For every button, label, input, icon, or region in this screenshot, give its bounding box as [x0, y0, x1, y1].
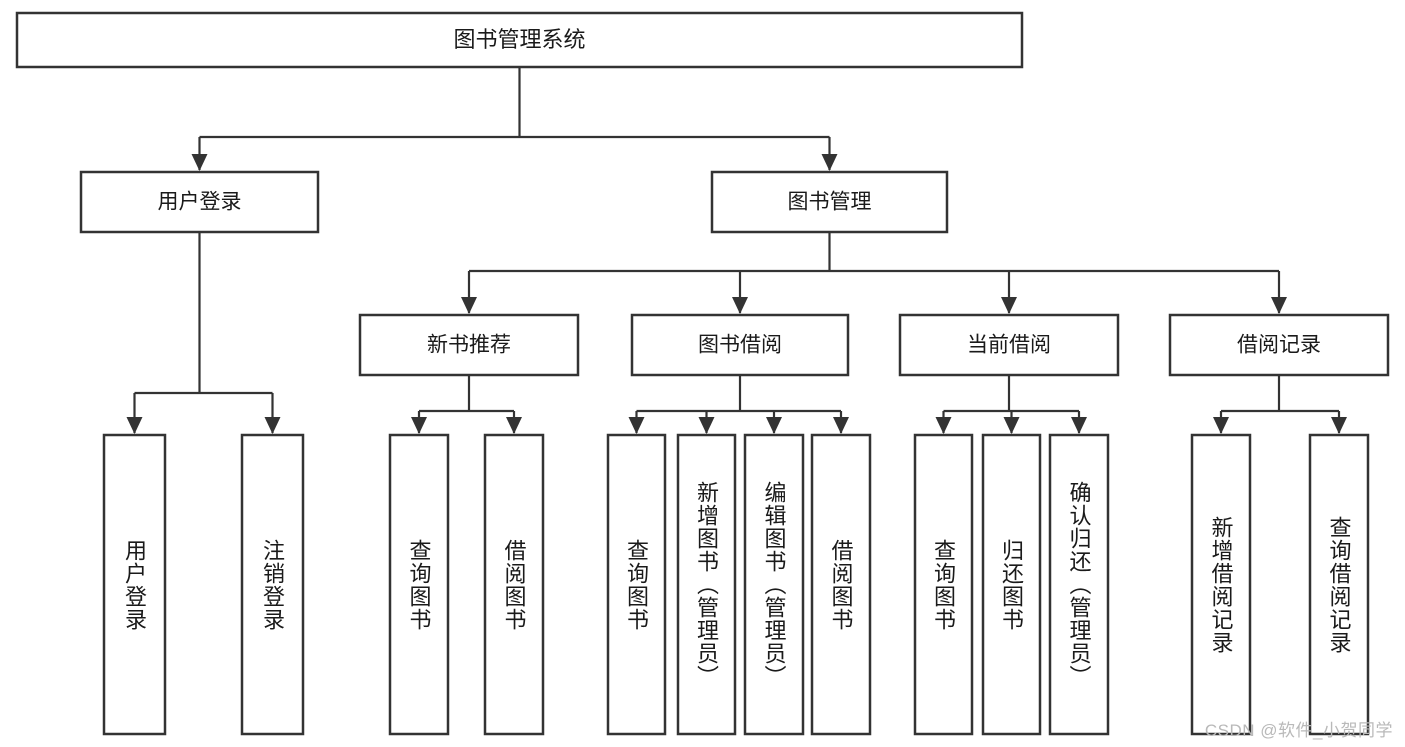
level2-current-borrow-label: 当前借阅 — [967, 334, 1051, 357]
arrow-to-leaf-user-login — [126, 417, 143, 434]
arrow-to-leaf-query-book-3 — [935, 417, 952, 434]
watermark-csdn: CSDN @软件_小贺同学 — [1204, 721, 1393, 740]
node-user-login[interactable]: 用户登录 — [79, 170, 320, 234]
root-root-label: 图书管理系统 — [453, 27, 585, 52]
leaf-leaf-query-book-1[interactable] — [390, 435, 448, 734]
leaf-leaf-add-book-admin[interactable] — [678, 435, 735, 734]
leaf-leaf-user-login-box[interactable] — [102, 433, 167, 736]
level1-book-management-label: 图书管理 — [788, 191, 872, 214]
arrow-to-book-borrow — [732, 297, 748, 314]
leaf-leaf-edit-book-admin[interactable] — [745, 435, 803, 734]
arrow-to-current-borrow — [1001, 297, 1017, 314]
arrow-to-leaf-edit-book-admin — [766, 417, 782, 434]
leaf-leaf-query-book-2[interactable] — [608, 435, 665, 734]
arrow-to-leaf-borrow-book-1 — [506, 417, 522, 434]
leaf-leaf-borrow-book-2[interactable] — [812, 435, 870, 734]
arrow-to-leaf-borrow-book-2 — [833, 417, 849, 434]
arrow-to-borrow-record — [1271, 297, 1287, 314]
arrow-to-user-login — [191, 154, 208, 171]
node-book-management[interactable]: 图书管理 — [710, 170, 949, 234]
level2-current-borrow-box[interactable] — [898, 313, 1120, 377]
leaf-leaf-user-login[interactable] — [104, 435, 165, 734]
level2-new-book-recommend-box[interactable] — [358, 313, 580, 377]
leaf-leaf-add-borrow-record-box[interactable] — [1190, 433, 1252, 736]
level2-book-borrow-box[interactable] — [630, 313, 850, 377]
leaf-leaf-query-book-1-box[interactable] — [388, 433, 450, 736]
leaf-leaf-logout-box[interactable] — [240, 433, 305, 736]
leaf-leaf-query-book-3-box[interactable] — [913, 433, 974, 736]
leaf-leaf-add-borrow-record[interactable] — [1192, 435, 1250, 734]
level1-user-login-label: 用户登录 — [158, 191, 242, 214]
level2-new-book-recommend-label: 新书推荐 — [427, 334, 511, 357]
arrow-to-new-book-recommend — [461, 297, 477, 314]
arrow-to-leaf-logout — [264, 417, 281, 434]
level2-borrow-record-label: 借阅记录 — [1237, 334, 1321, 357]
leaf-leaf-return-book-box[interactable] — [981, 433, 1042, 736]
arrow-to-leaf-add-borrow-record — [1213, 417, 1229, 434]
leaf-leaf-borrow-book-1[interactable] — [485, 435, 543, 734]
arrow-to-leaf-query-book-2 — [628, 417, 645, 434]
arrow-to-leaf-query-book-1 — [411, 417, 427, 434]
node-borrow-record[interactable]: 借阅记录 — [1168, 313, 1390, 377]
arrow-to-book-management — [821, 154, 838, 171]
connector-layer — [126, 67, 1347, 434]
node-book-borrow[interactable]: 图书借阅 — [630, 313, 850, 377]
leaf-leaf-query-borrow-record[interactable] — [1310, 435, 1368, 734]
level2-borrow-record-box[interactable] — [1168, 313, 1390, 377]
arrow-to-leaf-add-book-admin — [698, 417, 715, 434]
level1-user-login-box[interactable] — [79, 170, 320, 234]
level2-book-borrow-label: 图书借阅 — [698, 334, 782, 357]
leaf-leaf-query-book-3[interactable] — [915, 435, 972, 734]
level1-book-management-box[interactable] — [710, 170, 949, 234]
leaf-leaf-logout[interactable] — [242, 435, 303, 734]
node-current-borrow[interactable]: 当前借阅 — [898, 313, 1120, 377]
root-root-box[interactable] — [15, 11, 1024, 69]
leaf-leaf-query-book-2-box[interactable] — [606, 433, 667, 736]
leaf-leaf-add-book-admin-box[interactable] — [676, 433, 737, 736]
arrow-to-leaf-query-borrow-record — [1331, 417, 1347, 434]
arrow-to-leaf-confirm-return-admin — [1071, 417, 1087, 434]
leaf-leaf-confirm-return-admin-box[interactable] — [1048, 433, 1110, 736]
leaf-leaf-query-borrow-record-box[interactable] — [1308, 433, 1370, 736]
arrow-to-leaf-return-book — [1003, 417, 1020, 434]
node-root[interactable]: 图书管理系统 — [15, 11, 1024, 69]
leaf-leaf-borrow-book-2-box[interactable] — [810, 433, 872, 736]
node-new-book-recommend[interactable]: 新书推荐 — [358, 313, 580, 377]
leaf-leaf-edit-book-admin-box[interactable] — [743, 433, 805, 736]
leaf-leaf-return-book[interactable] — [983, 435, 1040, 734]
leaf-leaf-confirm-return-admin[interactable] — [1050, 435, 1108, 734]
leaf-leaf-borrow-book-1-box[interactable] — [483, 433, 545, 736]
